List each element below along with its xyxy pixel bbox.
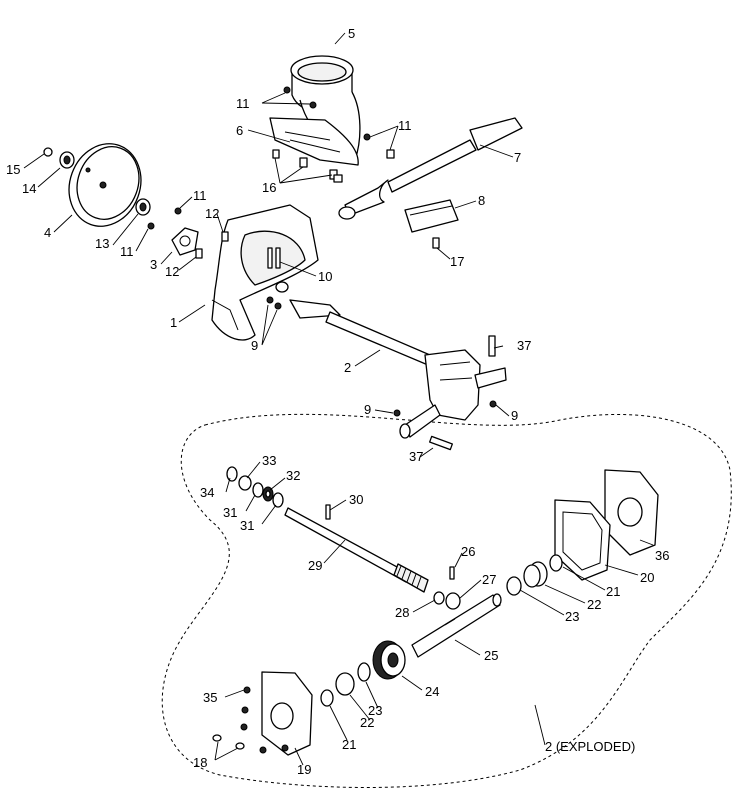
part-34-seal	[226, 466, 238, 482]
label-37-b: 37	[409, 449, 423, 464]
label-9-a: 9	[251, 338, 258, 353]
part-24-worm-gear	[372, 640, 406, 680]
label-8: 8	[478, 193, 485, 208]
part-21-retaining-ring-a	[549, 554, 563, 572]
part-20-gasket	[554, 499, 611, 581]
part-22-bushing-a	[523, 561, 548, 588]
part-28-washer	[433, 591, 445, 605]
label-34: 34	[200, 485, 214, 500]
label-30: 30	[349, 492, 363, 507]
hardware-nuts-bolts	[147, 86, 497, 451]
label-9-c: 9	[511, 408, 518, 423]
label-26: 26	[461, 544, 475, 559]
part-6-chute-base	[269, 117, 359, 166]
part-8-crank-bracket	[404, 199, 459, 233]
leader-lines	[23, 32, 654, 766]
label-2: 2	[344, 360, 351, 375]
part-27-bearing	[445, 592, 461, 610]
label-28: 28	[395, 605, 409, 620]
label-6: 6	[236, 123, 243, 138]
part-33-bearing	[238, 475, 252, 491]
label-16: 16	[262, 180, 276, 195]
label-23-a: 23	[565, 609, 579, 624]
exploded-view-boundary	[161, 413, 732, 788]
label-19: 19	[297, 762, 311, 777]
label-21-a: 21	[606, 584, 620, 599]
label-21-b: 21	[342, 737, 356, 752]
label-35: 35	[203, 690, 217, 705]
label-5: 5	[348, 26, 355, 41]
part-30-key	[325, 504, 331, 520]
part-4-pulley	[68, 143, 142, 227]
part-15-nut	[43, 147, 53, 157]
label-22-a: 22	[587, 597, 601, 612]
nut-11-c	[363, 133, 371, 141]
label-24: 24	[425, 684, 439, 699]
part-31-washer-b	[272, 492, 284, 508]
part-36-gear-housing	[604, 469, 659, 556]
label-7: 7	[514, 150, 521, 165]
nut-11-b	[309, 101, 317, 109]
label-22-b: 22	[360, 715, 374, 730]
part-14-bearing	[59, 151, 75, 169]
label-3: 3	[150, 257, 157, 272]
label-1: 1	[170, 315, 177, 330]
label-15: 15	[6, 162, 20, 177]
label-4: 4	[44, 225, 51, 240]
label-13: 13	[95, 236, 109, 251]
label-12-a: 12	[205, 206, 219, 221]
label-36: 36	[655, 548, 669, 563]
label-12-b: 12	[165, 264, 179, 279]
callout-labels: 5 11 11 6 7 16 8 17 15 14 4 13 11 11 1 2 …	[6, 26, 669, 777]
part-35-screws	[240, 686, 289, 754]
label-27: 27	[482, 572, 496, 587]
label-31-b: 31	[240, 518, 254, 533]
part-23-washer-b	[357, 662, 371, 682]
part-22-bushing-b	[335, 672, 355, 696]
label-11-c: 11	[120, 244, 134, 259]
part-26-pin	[449, 566, 455, 580]
label-17: 17	[450, 254, 464, 269]
part-21-retaining-ring-b	[320, 689, 334, 707]
label-2-exploded: 2 (EXPLODED)	[545, 739, 635, 754]
part-10-studs	[267, 247, 281, 269]
label-9-b: 9	[364, 402, 371, 417]
label-20: 20	[640, 570, 654, 585]
part-13-bearing	[135, 198, 151, 216]
label-14: 14	[22, 181, 36, 196]
part-3-bearing-flange	[171, 227, 199, 256]
label-29: 29	[308, 558, 322, 573]
nut-11-d	[386, 149, 395, 159]
part-2-gearbox-assembly	[325, 311, 507, 439]
label-11-d: 11	[193, 188, 207, 203]
label-32: 32	[286, 468, 300, 483]
nut-11-a	[283, 86, 291, 94]
label-23-b: 23	[368, 703, 382, 718]
part-31-washer-a	[252, 482, 264, 498]
label-11-a: 11	[236, 96, 250, 111]
part-25-output-shaft	[411, 593, 502, 658]
label-33: 33	[262, 453, 276, 468]
part-19-gear-housing	[261, 671, 313, 756]
part-18-fittings	[212, 734, 245, 750]
label-37-a: 37	[517, 338, 531, 353]
part-7-chute-crank	[338, 117, 523, 220]
label-25: 25	[484, 648, 498, 663]
part-23-washer-a	[506, 576, 522, 596]
label-10: 10	[318, 269, 332, 284]
part-17-bolt	[432, 237, 440, 249]
label-31-a: 31	[223, 505, 237, 520]
label-11-b: 11	[398, 118, 412, 133]
part-29-worm-shaft	[284, 507, 429, 593]
label-18: 18	[193, 755, 207, 770]
part-1-auger-housing	[211, 204, 341, 341]
part-32-bearing	[262, 486, 274, 502]
